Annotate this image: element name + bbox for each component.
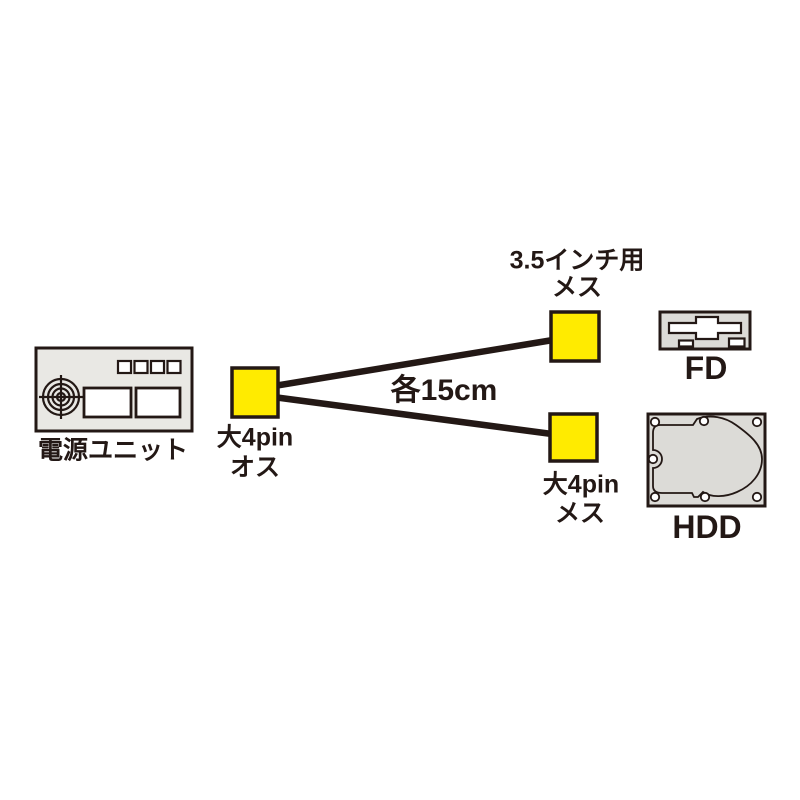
hdd-body bbox=[646, 412, 767, 508]
hdd-female-connector bbox=[548, 412, 599, 463]
male-connector-label-line2: オス bbox=[229, 453, 281, 482]
fd-female-connector bbox=[549, 310, 601, 363]
cable-to-hdd-connector bbox=[276, 394, 553, 438]
psu-socket-rects bbox=[82, 386, 182, 419]
splitter-cables bbox=[276, 336, 554, 438]
fd-slot bbox=[667, 315, 743, 341]
hdd-device-label: HDD bbox=[672, 509, 742, 545]
psu-label: 電源ユニット bbox=[37, 436, 189, 465]
fd-eject-button bbox=[677, 339, 695, 348]
floppy-drive-icon bbox=[658, 310, 752, 351]
fd-led bbox=[727, 337, 746, 348]
fd-device-label: FD bbox=[684, 350, 728, 386]
psu-vent-squares bbox=[116, 359, 182, 375]
hdd-connector-label-line1: 大4pin bbox=[542, 470, 620, 499]
male-4pin-connector bbox=[230, 366, 280, 419]
hdd-screw-holes bbox=[647, 415, 763, 503]
fd-connector-label-line2: メス bbox=[551, 273, 603, 302]
cable-to-fd-connector bbox=[276, 336, 554, 389]
hdd-connector-label-line2: メス bbox=[554, 499, 606, 528]
cable-length-label: 各15cm bbox=[390, 374, 498, 407]
hdd-platter-outline bbox=[652, 415, 763, 498]
hdd-icon bbox=[646, 412, 767, 508]
psu-fan-icon bbox=[39, 375, 83, 419]
power-supply-icon bbox=[34, 346, 194, 433]
male-connector-label-line1: 大4pin bbox=[216, 423, 294, 452]
fd-connector-label-line1: 3.5インチ用 bbox=[509, 246, 645, 275]
